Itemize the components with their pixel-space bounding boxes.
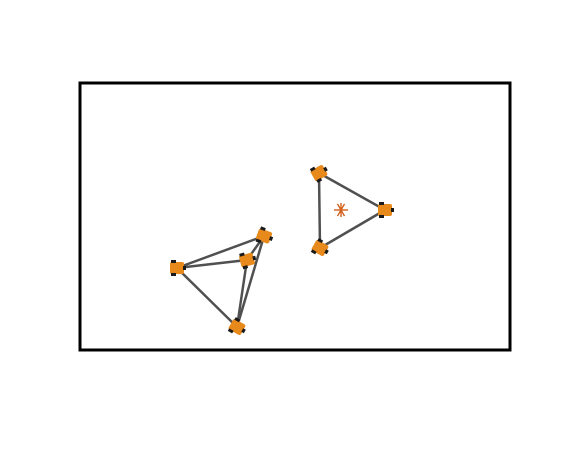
- robots-layer: [170, 165, 394, 335]
- group-left-edge-5: [235, 258, 249, 329]
- group-right-edge-0: [317, 171, 387, 212]
- robot-icon: [378, 202, 394, 218]
- robot-icon: [239, 252, 257, 270]
- robot-icon: [255, 226, 274, 244]
- arena-boundary: [78, 81, 512, 352]
- asterisk-icon: [334, 203, 348, 217]
- group-right-edge-2: [317, 171, 322, 250]
- robot-icon: [227, 317, 246, 335]
- robot-icon: [309, 165, 328, 183]
- group-left-edge-4: [235, 234, 266, 329]
- group-right-edge-1: [318, 208, 387, 250]
- group-left-edge-1: [175, 258, 249, 270]
- group-left-edge-0: [175, 234, 266, 270]
- formation-targets: [334, 203, 348, 217]
- robot-icon: [310, 238, 329, 256]
- group-left-edge-2: [175, 266, 239, 329]
- robot-icon: [170, 260, 186, 276]
